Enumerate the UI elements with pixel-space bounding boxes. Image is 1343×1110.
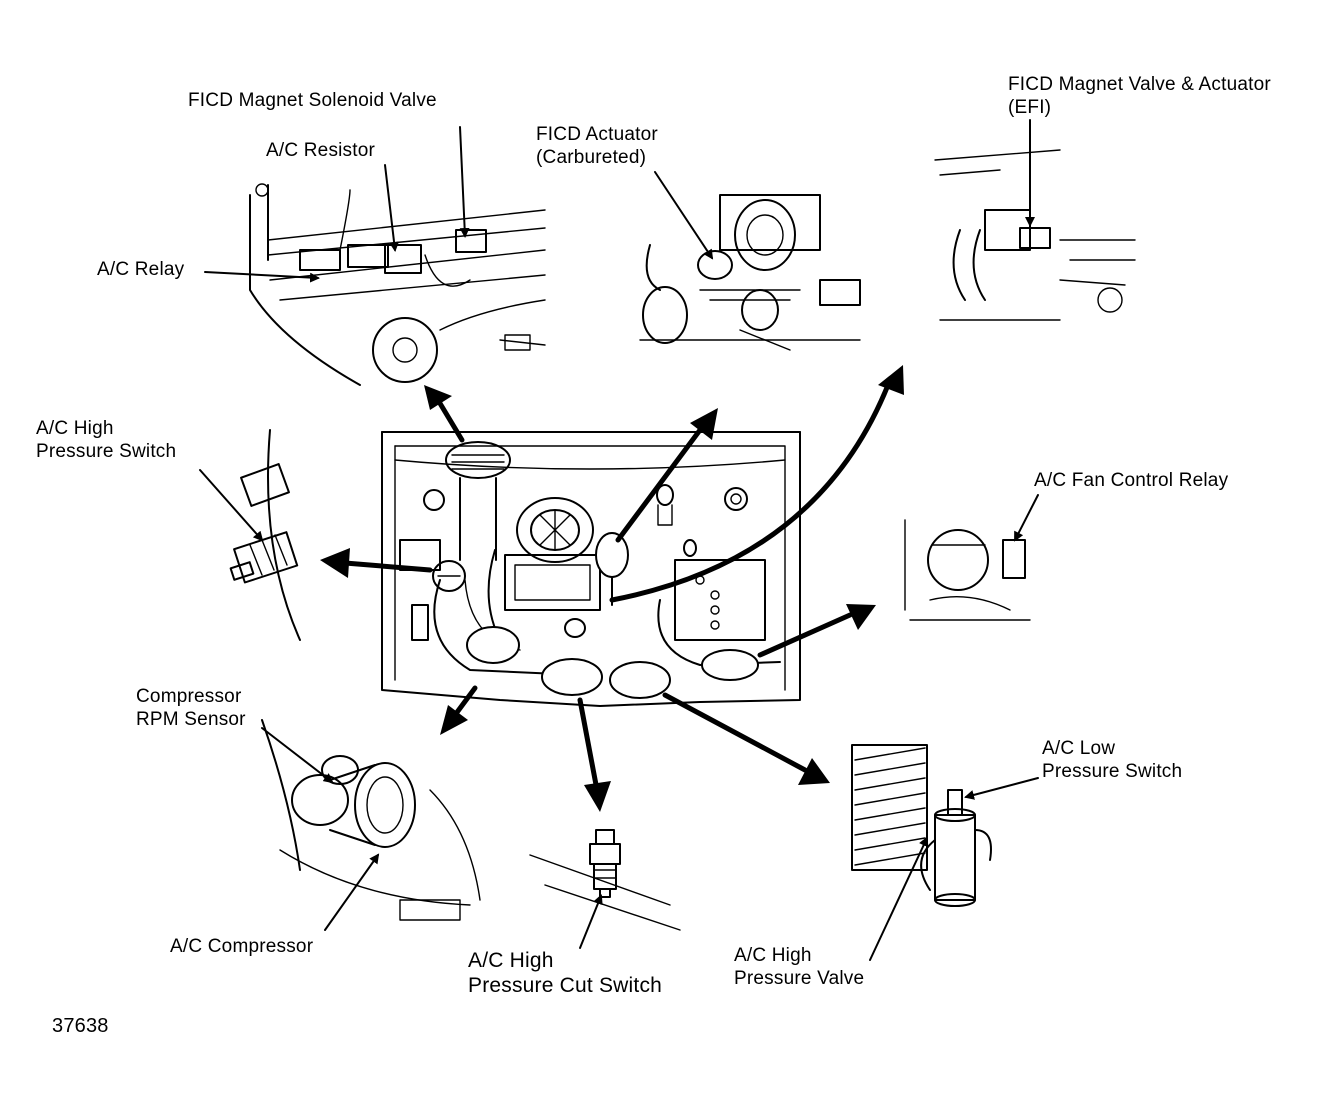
label-ac-compressor: A/C Compressor [170, 936, 314, 957]
label-ac-high-pressure-switch-line1: A/C High [36, 418, 114, 439]
label-ficd-magnet-valve-actuator: FICD Magnet Valve & Actuator (EFI) [1008, 73, 1271, 119]
label-ac-high-pressure-cut-switch: A/C High Pressure Cut Switch [468, 948, 662, 998]
fan-control-relay-inset [904, 519, 1031, 621]
label-ficd-magnet-valve-actuator-line2: (EFI) [1008, 97, 1052, 118]
label-ac-high-pressure-switch: A/C High Pressure Switch [36, 417, 176, 463]
label-ficd-actuator: FICD Actuator (Carbureted) [536, 123, 658, 169]
compressor-inset [261, 719, 481, 921]
cut-switch-inset [529, 829, 681, 931]
ficd-efi-inset [934, 149, 1136, 321]
label-ac-low-pressure-switch-line2: Pressure Switch [1042, 761, 1183, 782]
label-ac-low-pressure-switch-line1: A/C Low [1042, 738, 1116, 759]
label-ac-high-pressure-cut-switch-line2: Pressure Cut Switch [468, 974, 663, 997]
label-ficd-magnet-valve-actuator-line1: FICD Magnet Valve & Actuator [1008, 74, 1271, 95]
direction-arrows [320, 365, 904, 812]
label-compressor-rpm-sensor: Compressor RPM Sensor [136, 685, 246, 731]
label-ac-fan-control-relay: A/C Fan Control Relay [1034, 470, 1229, 491]
label-ac-resistor: A/C Resistor [266, 140, 376, 161]
label-ac-high-pressure-valve: A/C High Pressure Valve [734, 944, 864, 990]
label-ac-low-pressure-switch: A/C Low Pressure Switch [1042, 737, 1182, 783]
label-ac-relay: A/C Relay [97, 259, 185, 280]
label-ac-high-pressure-cut-switch-line1: A/C High [468, 949, 554, 972]
label-ac-high-pressure-valve-line1: A/C High [734, 945, 812, 966]
ficd-actuator-inset [639, 194, 861, 351]
receiver-condenser-inset [851, 744, 992, 907]
label-compressor-rpm-sensor-line1: Compressor [136, 686, 242, 707]
high-pressure-switch-illustration [229, 429, 301, 641]
label-ac-high-pressure-valve-line2: Pressure Valve [734, 968, 865, 989]
label-ac-high-pressure-switch-line2: Pressure Switch [36, 441, 177, 462]
label-ficd-actuator-line1: FICD Actuator [536, 124, 658, 145]
relay-resistor-inset [249, 183, 546, 386]
label-ficd-magnet-solenoid-valve: FICD Magnet Solenoid Valve [188, 90, 437, 111]
figure-number: 37638 [52, 1015, 109, 1037]
leader-lines [199, 119, 1039, 961]
engine-bay-illustration [381, 431, 801, 707]
label-ficd-actuator-line2: (Carbureted) [536, 147, 647, 168]
label-compressor-rpm-sensor-line2: RPM Sensor [136, 709, 246, 730]
